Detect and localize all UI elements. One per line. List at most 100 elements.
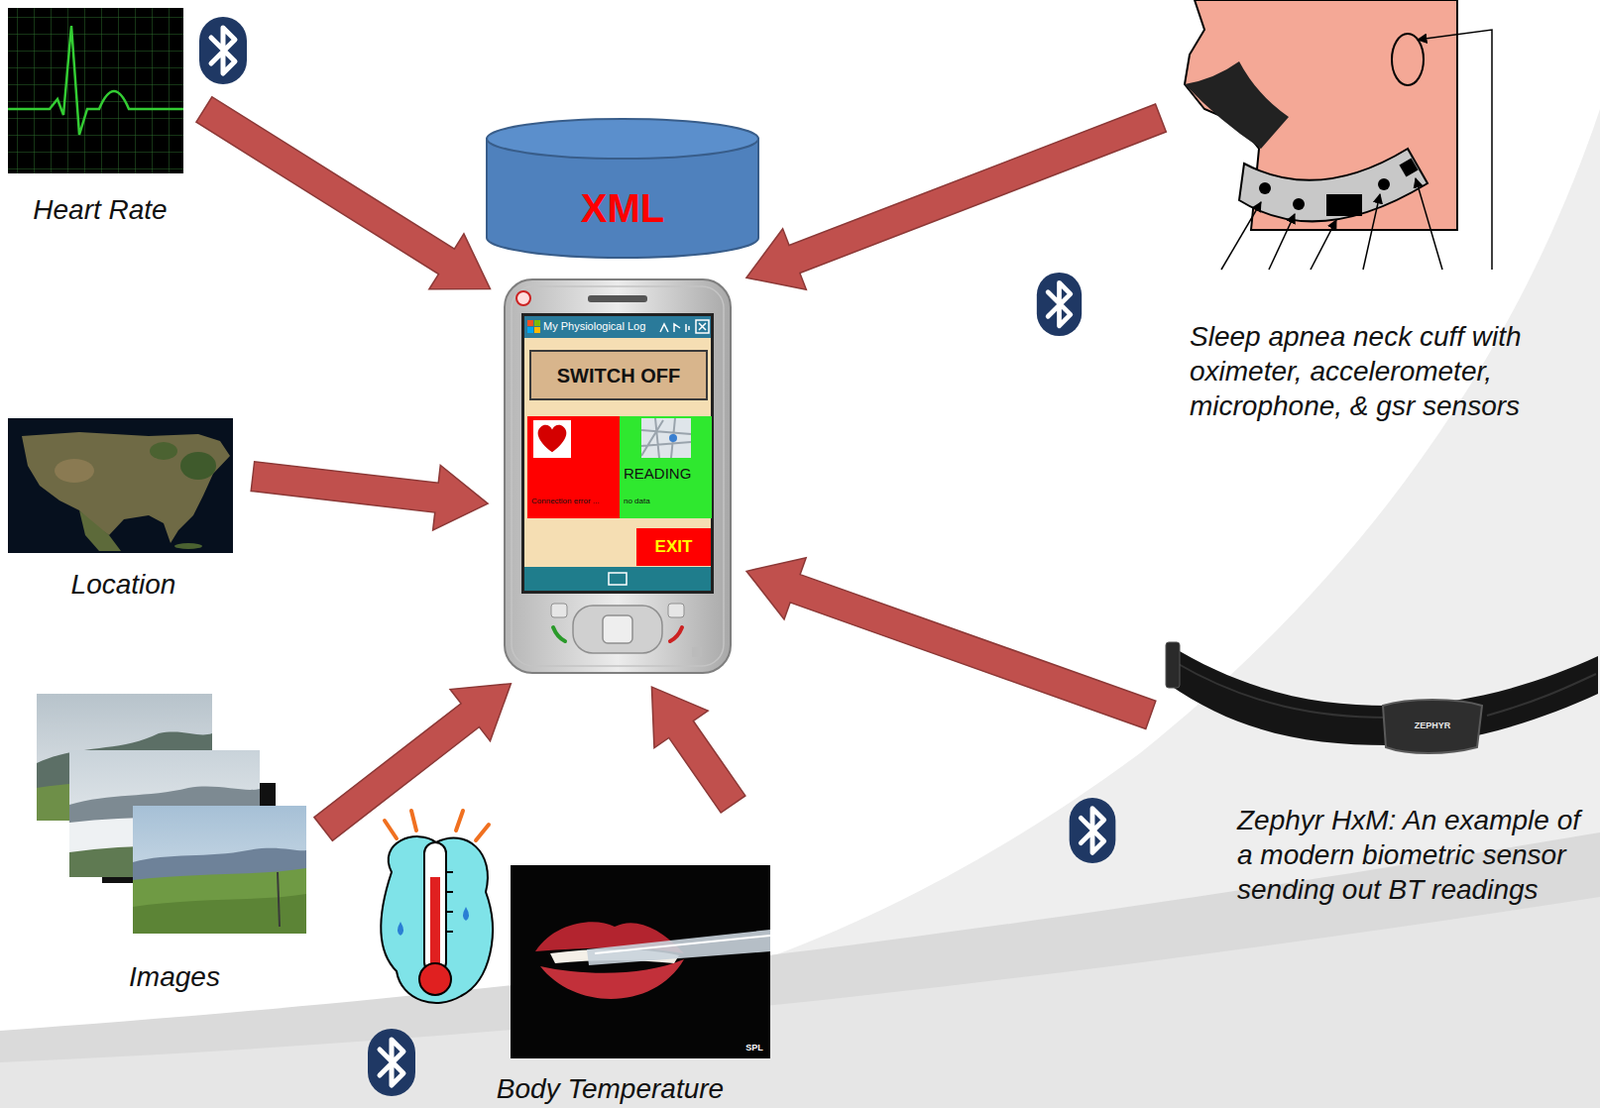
neck-cuff-picture: [1184, 0, 1492, 270]
neck-cuff-picture: [1239, 148, 1428, 222]
thermometer-clipart: [446, 872, 454, 932]
phone-part: [695, 320, 709, 334]
neck-cuff-picture: [1292, 198, 1305, 211]
phone-part: [587, 295, 648, 303]
mouth-photo: [594, 935, 771, 954]
switch-off-button: SWITCH OFF: [529, 349, 708, 401]
mouth-photo: [540, 959, 685, 1000]
neck-cuff-picture: [1417, 29, 1492, 270]
photo-stack: [259, 783, 276, 809]
photo-stack: [132, 894, 307, 934]
map-icon: [641, 418, 691, 458]
data-flow-arrow: [746, 104, 1166, 290]
heart-tile: Connection error ...: [527, 416, 620, 519]
node-text: Body Temperature: [444, 1071, 777, 1107]
phone-part: [668, 603, 685, 618]
phone-device: My Physiological LogSWITCH OFF Connection…: [503, 278, 732, 675]
neck-cuff-source: Sleep apnea neck cuff with oximeter, acc…: [1173, 3, 1591, 424]
map-icon: [669, 434, 678, 443]
exit-button: EXIT: [636, 528, 711, 567]
phone-part: [534, 327, 541, 334]
chest-strap-picture: [1165, 642, 1599, 754]
ecg-picture: [7, 7, 184, 174]
phone-part: [670, 627, 683, 642]
chest-strap-picture: [1167, 644, 1599, 746]
phone-part: [551, 603, 568, 618]
neck-cuff-picture: [1398, 157, 1418, 177]
node-text: Location: [7, 567, 239, 602]
phone-part: [524, 567, 711, 591]
neck-cuff-picture: [1258, 182, 1271, 195]
data-flow-arrow: [746, 558, 1156, 730]
map-picture: [7, 418, 233, 554]
temperature-source: Body Temperature: [366, 815, 777, 1107]
background: [0, 832, 1600, 1108]
map-picture: [21, 432, 230, 544]
node-text: Zephyr HxM: An example of a modern biome…: [1237, 802, 1591, 908]
location-source: Location: [7, 418, 239, 602]
chest-strap-picture: [1165, 642, 1180, 688]
photo-stack: [132, 848, 307, 934]
node-text: EXIT: [655, 537, 693, 558]
bluetooth-icon: [367, 1028, 416, 1097]
bluetooth-icon: [199, 16, 247, 85]
neck-cuff-picture: [1268, 214, 1295, 270]
phone-part: [572, 605, 663, 654]
map-picture: [149, 442, 178, 460]
data-flow-arrow: [651, 686, 745, 813]
brand-label: ZEPHYR: [1402, 720, 1463, 732]
map-icon: [641, 418, 691, 458]
thermometer-clipart: [384, 820, 397, 839]
thermometer-clipart: [430, 877, 441, 977]
thermometer-clipart: [411, 810, 417, 831]
node-subtext: no data: [623, 496, 708, 507]
heart-icon: [533, 420, 572, 458]
photo-stack: [36, 693, 307, 934]
node-text: READING: [623, 464, 708, 483]
node-text: Heart Rate: [7, 192, 193, 228]
neck-cuff-picture: [1326, 194, 1363, 217]
phone-part: [527, 327, 534, 334]
thermometer-clipart: [475, 824, 489, 841]
thermometer-clipart: [380, 810, 493, 1004]
phone-part: [691, 647, 702, 658]
ecg-picture: [7, 25, 184, 135]
map-icon: [641, 418, 691, 458]
map-picture: [7, 418, 233, 554]
photo-credit: SPL: [741, 1042, 768, 1054]
thermometer-clipart: [380, 836, 493, 1004]
photo-stack: [277, 872, 280, 927]
neck-cuff-picture: [1377, 178, 1390, 191]
map-picture: [54, 458, 95, 483]
xml-store-cylinder: XML: [484, 116, 761, 260]
ecg-picture: [7, 7, 184, 174]
neck-cuff-picture: [1221, 202, 1261, 270]
node-text: XML: [580, 185, 665, 231]
map-picture: [174, 543, 203, 550]
photo-stack: [132, 805, 307, 934]
gps-tile: READING no data: [619, 416, 712, 519]
heart-rate-source: Heart Rate: [7, 7, 193, 228]
mouth-photo: [510, 865, 771, 1059]
heart-icon: [538, 425, 568, 453]
thermometer-clipart: [456, 810, 463, 831]
bluetooth-icon: [1036, 272, 1082, 337]
neck-cuff-picture: [1184, 0, 1458, 230]
node-text: My Physiological Log: [543, 319, 732, 334]
data-flow-arrow: [250, 461, 488, 531]
node-text: SWITCH OFF: [557, 363, 681, 388]
data-flow-arrow: [314, 684, 511, 841]
mouth-photo: [510, 865, 771, 1059]
chest-strap-picture: [1382, 699, 1483, 754]
node-text: Connection error ...: [531, 496, 616, 507]
phone-part: [534, 320, 541, 327]
node-text: Images: [36, 959, 313, 995]
phone-part: [504, 279, 731, 674]
phone-part: [602, 615, 633, 644]
cylinder-top: [486, 118, 759, 159]
zephyr-source: Zephyr HxM: An example of a modern biome…: [1163, 632, 1600, 908]
